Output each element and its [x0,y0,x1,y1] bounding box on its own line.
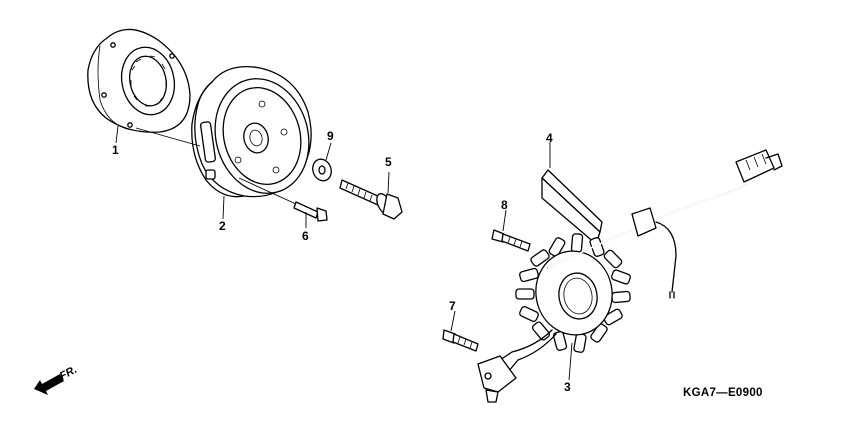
callout-4: 4 [546,131,553,145]
callout-2: 2 [219,219,226,233]
callout-1: 1 [112,143,119,157]
starter-clutch-drawing [87,28,191,133]
callout-6: 6 [302,229,309,243]
callout-3: 3 [564,380,571,394]
front-arrow-icon [34,374,64,395]
stator-bolt-lower-drawing [442,329,479,352]
small-bolt-drawing [293,201,328,222]
callout-9: 9 [327,129,334,143]
washer-drawing [312,158,332,182]
wire-clamp-drawing [541,169,603,255]
diagram-code: KGA7—E0900 [683,387,763,399]
stator-drawing [477,149,783,403]
callout-8: 8 [501,198,508,212]
callout-5: 5 [385,155,392,169]
flange-bolt-drawing [339,179,403,220]
flywheel-drawing [191,65,312,198]
callout-7: 7 [449,299,456,313]
leader-lines [115,125,573,381]
stator-bolt-upper-drawing [491,229,531,252]
front-direction-indicator: FR. [34,364,79,395]
front-indicator-label: FR. [58,364,79,383]
